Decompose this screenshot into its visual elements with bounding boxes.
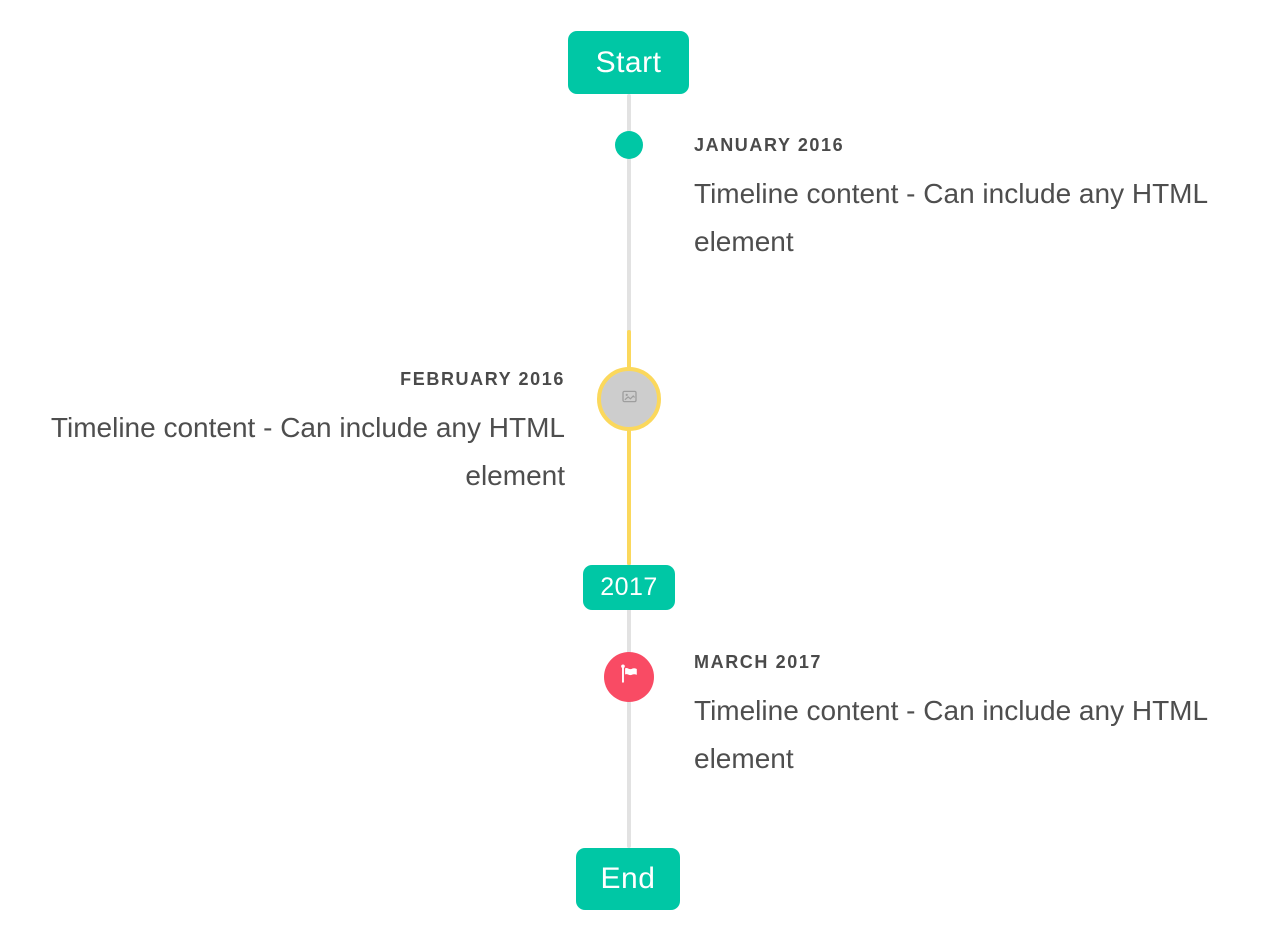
event-content-text: Timeline content - Can include any HTML … <box>694 695 1208 774</box>
event-content-text: Timeline content - Can include any HTML … <box>50 412 565 491</box>
event-date-label: MARCH 2017 <box>694 652 823 672</box>
timeline-event: MARCH 2017 Timeline content - Can includ… <box>694 651 1221 783</box>
timeline-highlight-segment <box>627 330 631 565</box>
broken-image-icon <box>621 390 637 408</box>
timeline-event: JANUARY 2016 Timeline content - Can incl… <box>694 134 1221 266</box>
event-dot-marker <box>615 131 643 159</box>
timeline-event: FEBRUARY 2016 Timeline content - Can inc… <box>38 368 565 500</box>
event-date-label: JANUARY 2016 <box>694 135 845 155</box>
timeline-year-badge: 2017 <box>583 565 675 610</box>
event-date-label: FEBRUARY 2016 <box>400 369 565 389</box>
flag-icon <box>618 663 641 691</box>
event-image-marker <box>597 367 661 431</box>
event-flag-marker <box>604 652 654 702</box>
timeline-start-badge: Start <box>568 31 689 94</box>
timeline-end-badge: End <box>576 848 680 910</box>
event-content-text: Timeline content - Can include any HTML … <box>694 178 1208 257</box>
